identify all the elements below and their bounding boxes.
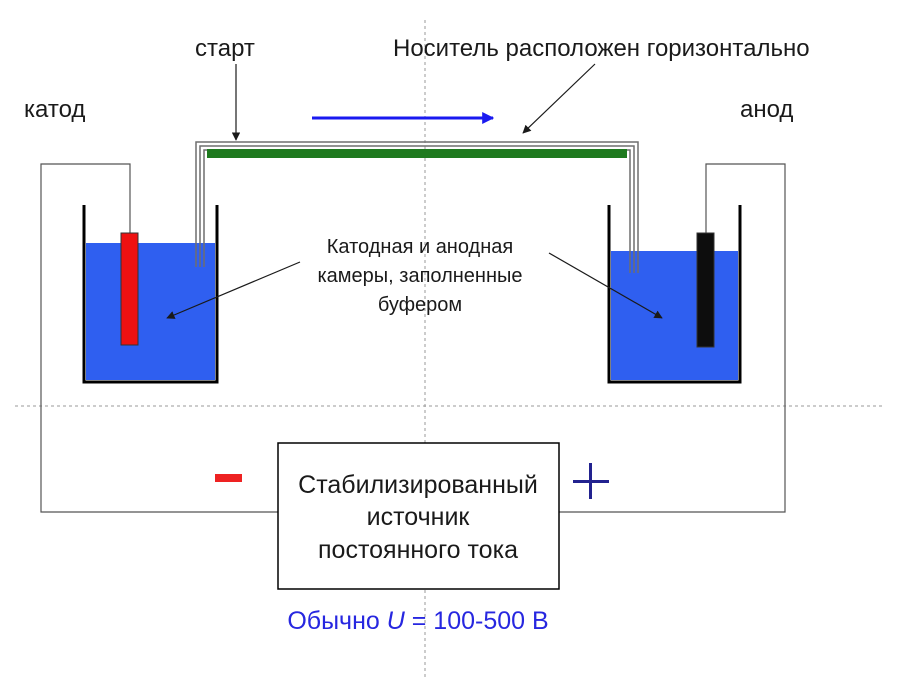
anode-chamber-pointer-arrow bbox=[548, 252, 663, 319]
carrier-pointer-arrow bbox=[522, 63, 596, 134]
carrier-strip bbox=[207, 149, 627, 158]
anode-electrode bbox=[696, 232, 715, 348]
carrier-bridge bbox=[195, 141, 639, 273]
start-label: старт bbox=[195, 35, 255, 62]
power-supply-line-3: постоянного тока bbox=[318, 536, 518, 564]
cathode-chamber-pointer-arrow bbox=[166, 261, 301, 319]
cathode-label: катод bbox=[24, 96, 85, 123]
voltage-prefix: Обычно bbox=[287, 607, 386, 635]
chambers-label-line-1: Катодная и анодная bbox=[327, 236, 513, 258]
minus-sign: - bbox=[215, 474, 242, 482]
cathode-beaker bbox=[82, 205, 219, 384]
anode-label: анод bbox=[740, 96, 793, 123]
anode-chamber bbox=[607, 205, 742, 384]
anode-buffer bbox=[611, 251, 738, 380]
power-supply-box bbox=[277, 442, 560, 590]
cathode-wire bbox=[40, 163, 278, 513]
anode-wire bbox=[559, 163, 786, 513]
chambers-label-line-2: камеры, заполненные bbox=[317, 265, 522, 287]
power-supply-line-2: источник bbox=[367, 503, 471, 531]
cathode-chamber bbox=[82, 205, 219, 384]
cathode-electrode bbox=[120, 232, 139, 346]
carrier-label: Носитель расположен горизонтально bbox=[393, 35, 810, 62]
power-supply-line-1: Стабилизированный bbox=[298, 471, 538, 499]
voltage-value: = 100-500 В bbox=[405, 607, 549, 635]
voltage-symbol: U bbox=[387, 607, 406, 635]
anode-beaker bbox=[607, 205, 742, 384]
chambers-label-line-3: буфером bbox=[378, 294, 462, 316]
plus-sign: + bbox=[573, 463, 609, 499]
power-supply: Стабилизированный источник постоянного т… bbox=[277, 442, 560, 590]
voltage-note: Обычно U = 100-500 В bbox=[287, 607, 548, 635]
cathode-buffer bbox=[86, 243, 215, 380]
